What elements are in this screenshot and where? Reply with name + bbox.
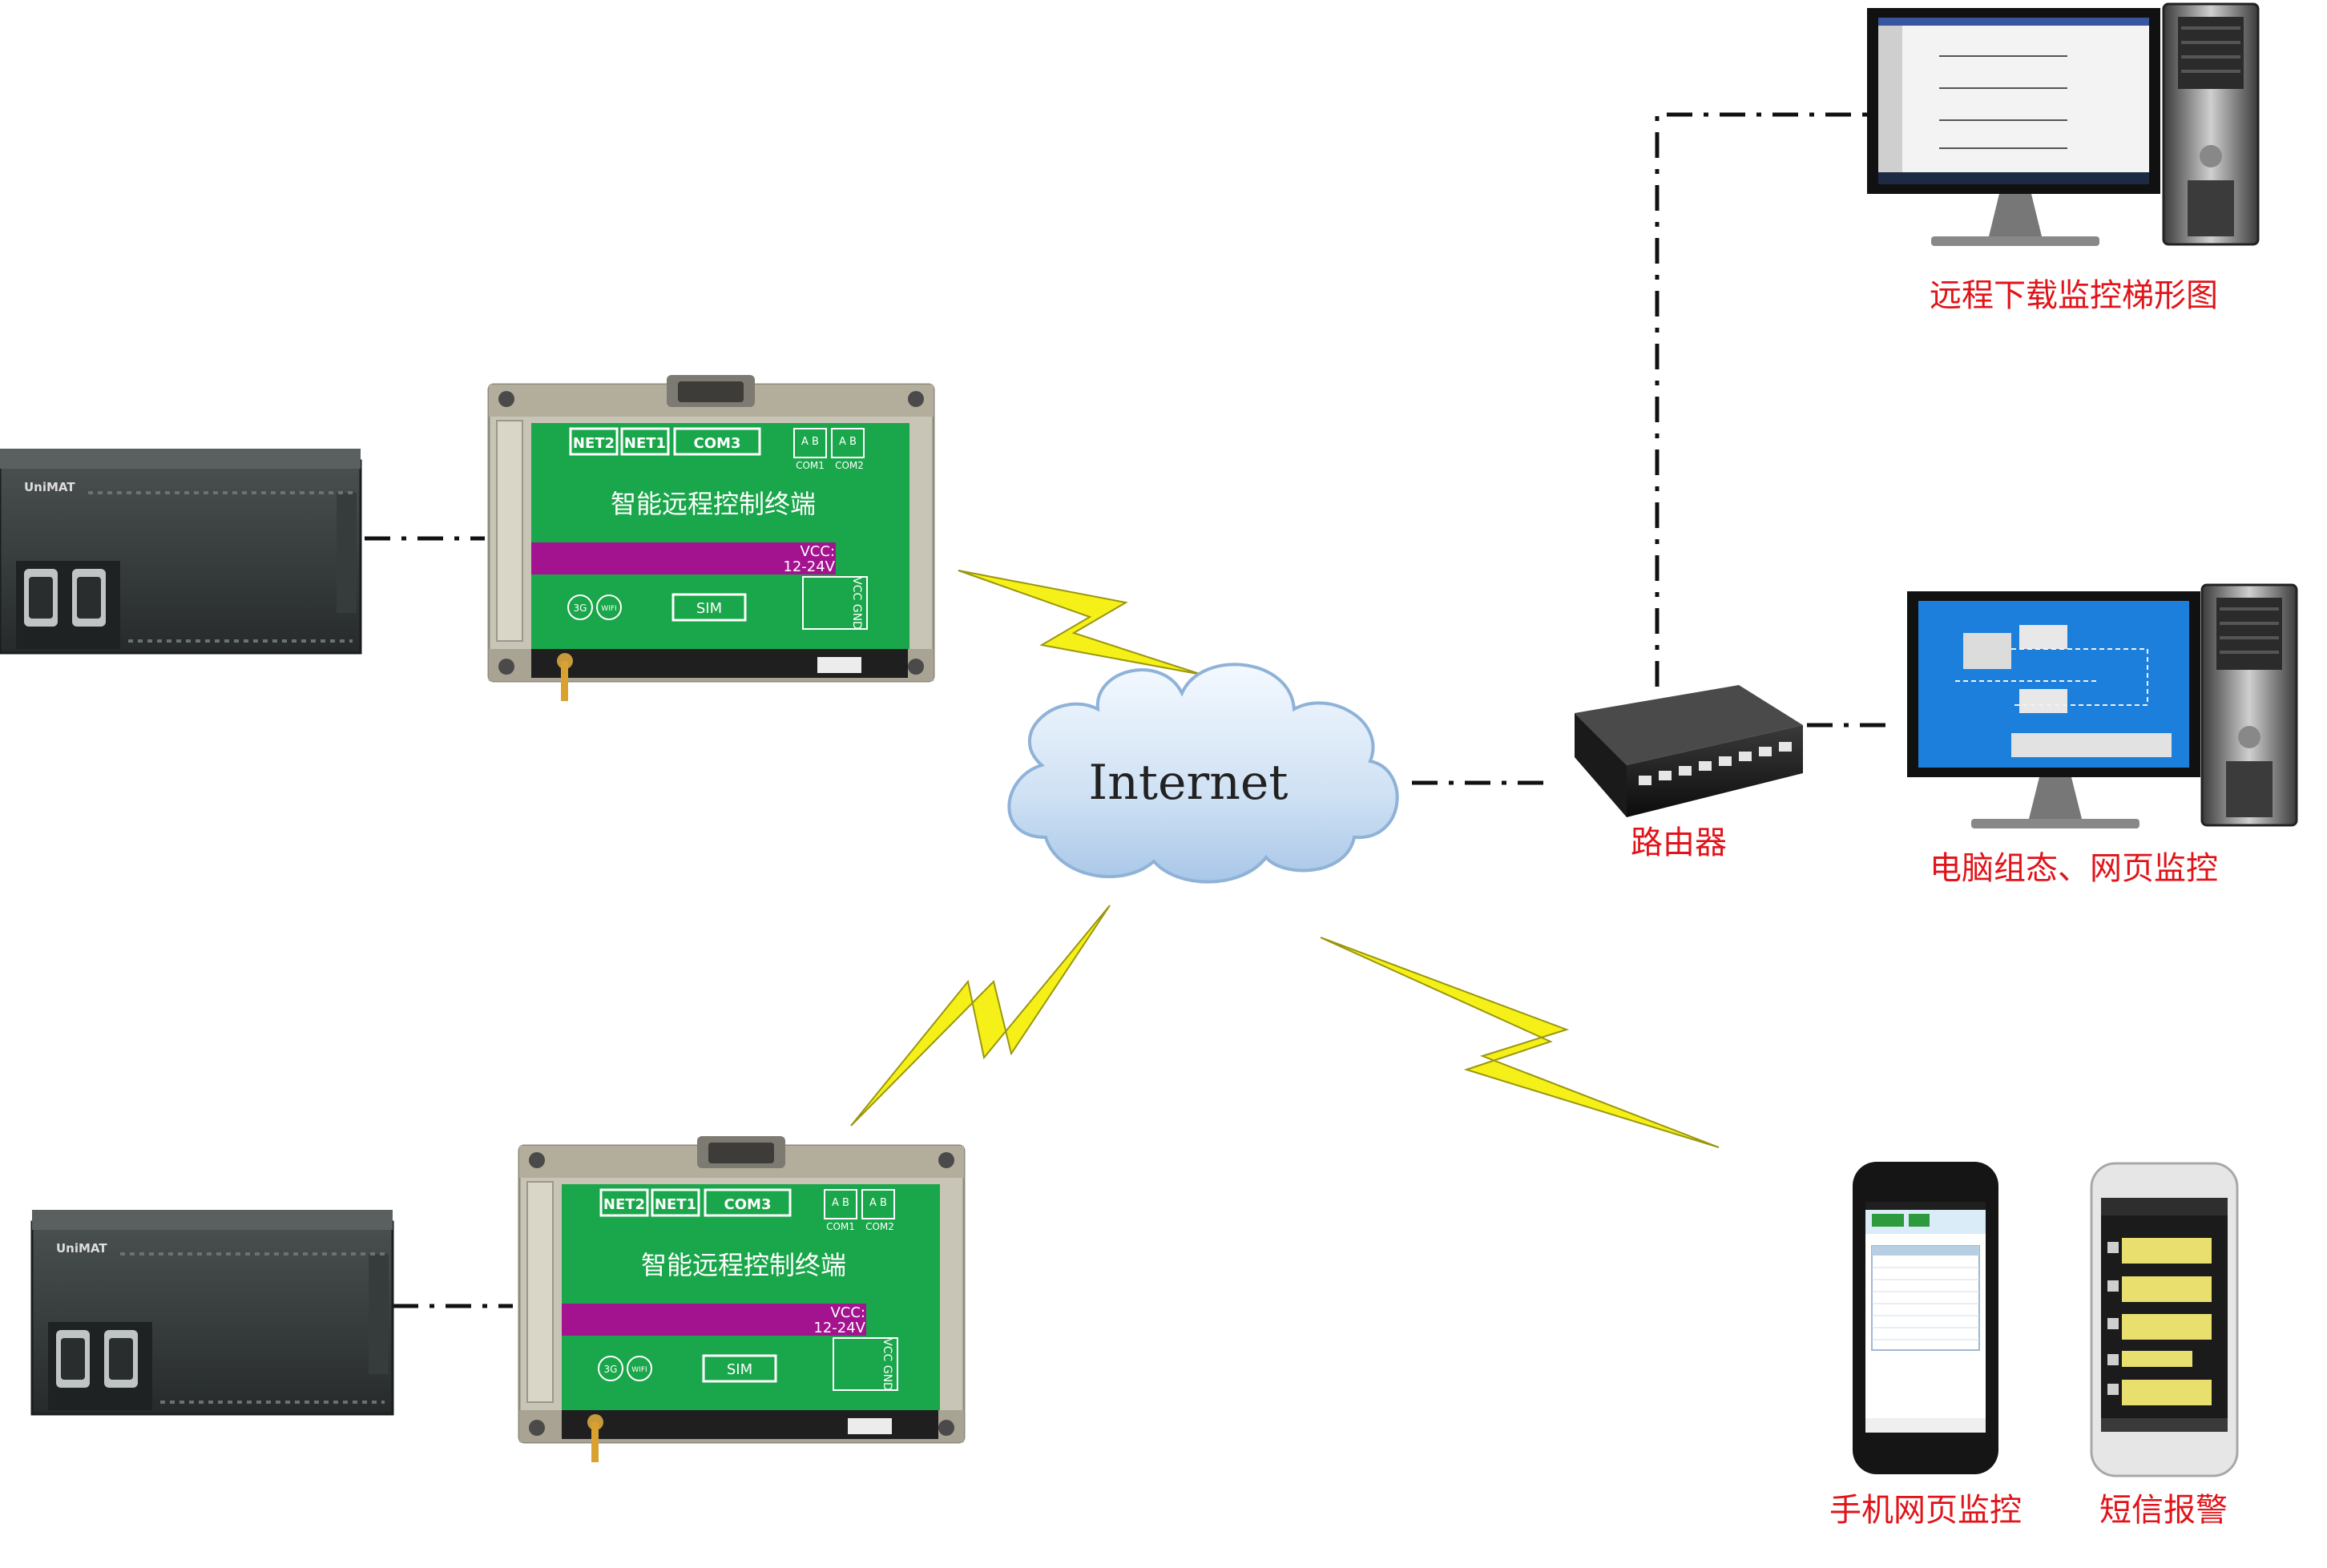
- com2-ab-label: A B: [839, 436, 857, 448]
- com1-terminal-block: [824, 1189, 857, 1219]
- 3g-icon-label: 3G: [574, 603, 587, 614]
- pc-monitor-label: 电脑组态、网页监控: [1930, 850, 2218, 887]
- connection-lines: [365, 112, 1889, 1308]
- lightning-icon: [1320, 937, 1720, 1148]
- wifi-icon: [596, 595, 622, 620]
- com1-ab-label: A B: [832, 1197, 849, 1209]
- port-net2-label: NET2: [573, 435, 615, 452]
- internet-cloud: Internet: [1007, 663, 1399, 884]
- com1-label: COM1: [826, 1221, 855, 1232]
- port-net2: [599, 1188, 649, 1217]
- terminal-title: 智能远程控制终端: [641, 1250, 846, 1280]
- pc-scada-station: 电脑组态、网页监控: [1907, 583, 2298, 887]
- port-com3: [704, 1188, 792, 1217]
- wifi-icon: [627, 1356, 652, 1381]
- vcc-range-label: 12-24V: [783, 558, 835, 575]
- plc-brand-label: UniMAT: [56, 1241, 107, 1256]
- wifi-icon-label: WIFI: [631, 1366, 647, 1374]
- sms-alarm-label: 短信报警: [2099, 1492, 2228, 1529]
- lightning-icon: [850, 905, 1111, 1127]
- vcc-gnd-label: VCC GND: [850, 577, 863, 630]
- port-com3: [673, 427, 761, 456]
- monitor-screen: [1878, 18, 2149, 184]
- port-net1: [620, 427, 670, 456]
- port-com3-label: COM3: [724, 1196, 772, 1213]
- terminal-title: 智能远程控制终端: [611, 489, 816, 519]
- router-device: 路由器: [1575, 685, 1803, 861]
- sim-slot: [671, 593, 747, 622]
- phone-web-label: 手机网页监控: [1829, 1492, 2022, 1529]
- 3g-icon-label: 3G: [604, 1364, 618, 1375]
- plc-brand-label: UniMAT: [24, 480, 75, 494]
- com1-ab-label: A B: [801, 436, 819, 448]
- sim-label: SIM: [727, 1361, 752, 1378]
- vcc-gnd-label: VCC GND: [881, 1338, 893, 1391]
- port-net2: [569, 427, 619, 456]
- phone-web-monitor: 手机网页监控: [1829, 1162, 2022, 1529]
- com1-terminal-block: [793, 428, 827, 458]
- remote-terminal-bottom: NET2 NET1 COM3 A B A B COM1 COM2 智能远程控制终…: [518, 1135, 966, 1464]
- port-net1-label: NET1: [624, 435, 666, 452]
- com2-label: COM2: [865, 1221, 894, 1232]
- com2-terminal-block: [831, 428, 865, 458]
- lightning-icon: [958, 570, 1203, 675]
- router-to-pc-top-link: [1655, 112, 1873, 687]
- 3g-icon: [567, 595, 593, 620]
- plc-device-top: UniMAT: [0, 447, 362, 655]
- com2-terminal-block: [861, 1189, 895, 1219]
- vcc-label: VCC:: [800, 543, 835, 560]
- router-icon: [1575, 685, 1803, 765]
- com2-ab-label: A B: [869, 1197, 887, 1209]
- phone-sms-alarm: 短信报警: [2090, 1162, 2239, 1529]
- sim-label: SIM: [696, 600, 722, 617]
- com2-label: COM2: [835, 460, 864, 471]
- remote-terminal-top: NET2 NET1 COM3 A B A B COM1 COM2 智能远程控制终…: [487, 373, 935, 703]
- vcc-range-label: 12-24V: [813, 1320, 865, 1336]
- wifi-icon-label: WIFI: [601, 605, 616, 613]
- port-net1-label: NET1: [655, 1196, 696, 1213]
- port-net2-label: NET2: [603, 1196, 645, 1213]
- power-terminal-block: [802, 576, 868, 630]
- port-net1: [651, 1188, 700, 1217]
- pc-ladder-station: 远程下载监控梯形图: [1867, 2, 2260, 314]
- cloud-icon: [1007, 663, 1399, 884]
- plc-device-bottom: UniMAT: [30, 1208, 394, 1416]
- vcc-label: VCC:: [830, 1304, 865, 1321]
- port-com3-label: COM3: [694, 435, 741, 452]
- remote-download-label: 远程下载监控梯形图: [1930, 277, 2218, 314]
- cloud-label: Internet: [1089, 755, 1289, 811]
- sim-slot: [702, 1354, 777, 1383]
- 3g-icon: [598, 1356, 623, 1381]
- com1-label: COM1: [796, 460, 825, 471]
- router-label: 路由器: [1631, 824, 1727, 861]
- power-terminal-block: [833, 1337, 898, 1391]
